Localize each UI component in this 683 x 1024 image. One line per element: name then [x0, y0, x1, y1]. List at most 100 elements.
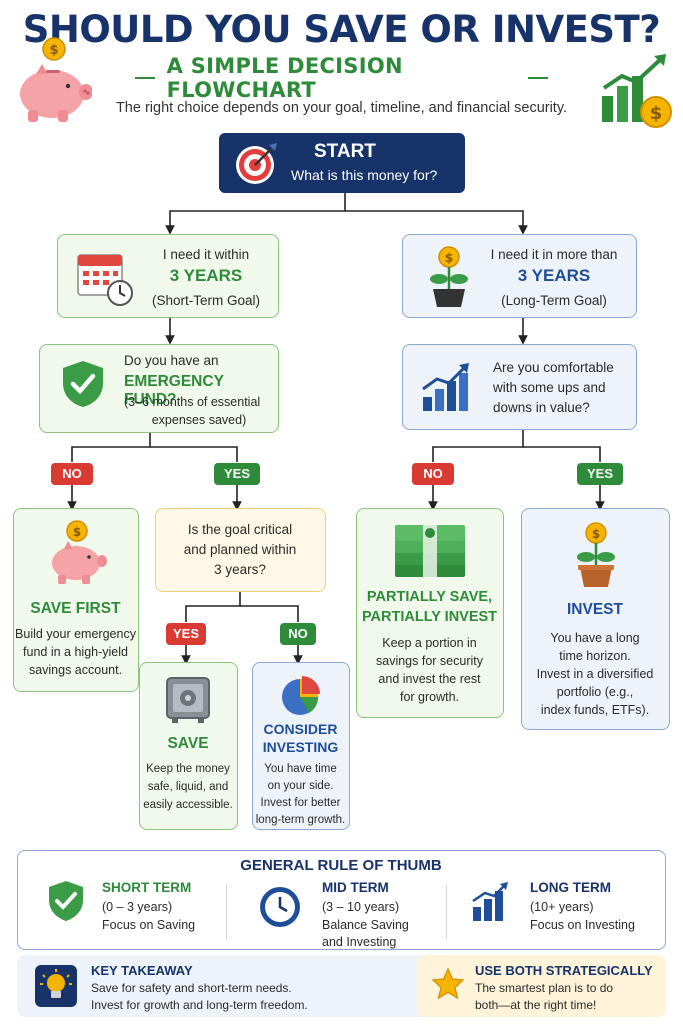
consider-line1: You have time [264, 763, 337, 775]
takeaway-head: KEY TAKEAWAY [91, 963, 193, 978]
invest-line5: index funds, ETFs). [540, 703, 650, 717]
short-term-highlight: 3 YEARS [169, 266, 243, 285]
critical-no-label: NO [280, 623, 316, 645]
consider-title-2: INVESTING [262, 739, 339, 755]
pie-chart-icon [282, 676, 320, 715]
emergency-yes-label: YES [214, 463, 260, 485]
growth-chart-coin-icon: $ [602, 54, 672, 128]
page-title: SHOULD YOU SAVE OR INVEST? [22, 8, 661, 51]
subtitle-row: A SIMPLE DECISION FLOWCHART [135, 54, 548, 102]
long-term-goal-box: $ I need it in more than 3 YEARS (Long-T… [402, 234, 637, 318]
rule-long-text: Focus on Investing [530, 918, 635, 932]
long-term-line2: (Long-Term Goal) [501, 293, 607, 308]
emergency-no-label: NO [51, 463, 93, 485]
rule-long-range: (10+ years) [530, 900, 594, 914]
svg-text:$: $ [49, 43, 58, 58]
safe-icon [166, 677, 210, 723]
partial-line2: savings for security [376, 654, 483, 668]
invest-box: $ INVEST You have a long time horizon. I… [521, 508, 670, 730]
clock-icon [260, 887, 300, 927]
short-term-goal-box: I need it within 3 YEARS (Short-Term Goa… [57, 234, 279, 318]
consider-title-1: CONSIDER [263, 721, 338, 737]
takeaway-line2: Invest for growth and long-term freedom. [91, 998, 308, 1012]
partial-line3: and invest the rest [378, 672, 481, 686]
plant-coin-icon: $ [430, 246, 468, 307]
rule-long-head: LONG TERM [530, 880, 611, 895]
save-line3: easily accessible. [143, 799, 233, 811]
emergency-line1: Do you have an [124, 353, 219, 368]
save-line2: safe, liquid, and [147, 781, 229, 793]
rule-mid-text-2: and Investing [322, 935, 397, 949]
rule-mid-head: MID TERM [322, 880, 389, 895]
cash-stack-icon [395, 525, 465, 577]
use-both-panel: USE BOTH STRATEGICALLY The smartest plan… [417, 955, 666, 1017]
save-first-title: SAVE FIRST [30, 600, 121, 617]
critical-line3: 3 years? [214, 562, 266, 577]
save-first-line2: fund in a high-yield [23, 645, 128, 659]
partially-save-box: PARTIALLY SAVE, PARTIALLY INVEST Keep a … [356, 508, 504, 718]
rule-of-thumb-title: GENERAL RULE OF THUMB [240, 857, 442, 874]
emergency-line2: (3–6 months of essential [124, 395, 261, 409]
long-term-chart-icon [472, 882, 508, 921]
rule-short-range: (0 – 3 years) [102, 900, 173, 914]
piggy-bank-icon: $ [52, 520, 107, 584]
comfort-line3: downs in value? [493, 400, 590, 415]
page-subtitle: A SIMPLE DECISION FLOWCHART [166, 54, 403, 102]
lightbulb-icon [35, 965, 77, 1007]
use-both-line2: both—at the right time! [475, 998, 597, 1012]
comfort-line1: Are you comfortable [493, 360, 614, 375]
short-term-line2: (Short-Term Goal) [151, 293, 261, 308]
svg-text:$: $ [73, 525, 81, 539]
invest-line3: Invest in a diversified [536, 667, 654, 681]
critical-yes-label: YES [166, 623, 206, 645]
potted-plant-coin-icon: $ [577, 522, 615, 587]
start-title: START [314, 141, 376, 162]
save-title: SAVE [167, 735, 209, 752]
emergency-fund-box: Do you have an EMERGENCY FUND? (3–6 mont… [39, 344, 279, 433]
long-term-highlight: 3 YEARS [517, 266, 591, 285]
critical-goal-box: Is the goal critical and planned within … [155, 508, 326, 592]
rule-divider-1 [226, 885, 227, 939]
shield-check-icon [63, 361, 103, 407]
long-term-line1: I need it in more than [490, 247, 618, 262]
partial-line1: Keep a portion in [382, 636, 477, 650]
comfort-line2: with some ups and [493, 380, 606, 395]
rule-mid-range: (3 – 10 years) [322, 900, 400, 914]
star-icon [431, 967, 465, 1000]
page-description: The right choice depends on your goal, t… [115, 100, 568, 116]
save-box: SAVE Keep the money safe, liquid, and ea… [139, 662, 238, 830]
rising-bar-chart-icon [422, 363, 469, 411]
invest-line2: time horizon. [559, 649, 631, 663]
consider-line3: Invest for better [260, 797, 341, 809]
svg-text:$: $ [592, 527, 600, 541]
rule-mid-text-1: Balance Saving [322, 918, 409, 932]
rule-of-thumb-panel: GENERAL RULE OF THUMB SHORT TERM (0 – 3 … [17, 850, 666, 950]
short-term-shield-icon [49, 881, 83, 921]
start-question: What is this money for? [291, 167, 438, 183]
save-line1: Keep the money [146, 763, 230, 775]
start-node: START What is this money for? [219, 133, 465, 193]
use-both-line1: The smartest plan is to do [475, 981, 614, 995]
critical-line2: and planned within [183, 542, 297, 557]
consider-investing-box: CONSIDER INVESTING You have time on your… [252, 662, 350, 830]
subtitle-rule-left [135, 77, 155, 79]
subtitle-rule-right [528, 77, 548, 79]
use-both-head: USE BOTH STRATEGICALLY [475, 963, 653, 978]
consider-line4: long-term growth. [255, 814, 346, 826]
save-first-line3: savings account. [28, 663, 123, 677]
rule-short-text: Focus on Saving [102, 918, 196, 932]
critical-line1: Is the goal critical [187, 522, 293, 537]
partial-line4: for growth. [399, 690, 460, 704]
takeaway-line1: Save for safety and short-term needs. [91, 981, 292, 995]
save-first-line1: Build your emergency [15, 627, 136, 641]
invest-line1: You have a long [550, 631, 640, 645]
consider-line2: on your side. [267, 780, 334, 792]
volatility-comfort-box: Are you comfortable with some ups and do… [402, 344, 637, 430]
piggy-bank-coin-icon: $ [20, 37, 92, 122]
emergency-line3: expenses saved) [151, 413, 247, 427]
rule-short-head: SHORT TERM [102, 880, 192, 895]
save-first-box: $ SAVE FIRST Build your emergency fund i… [13, 508, 139, 692]
partial-title-1: PARTIALLY SAVE, [366, 589, 493, 605]
partial-title-2: PARTIALLY INVEST [361, 609, 498, 625]
comfort-no-label: NO [412, 463, 454, 485]
